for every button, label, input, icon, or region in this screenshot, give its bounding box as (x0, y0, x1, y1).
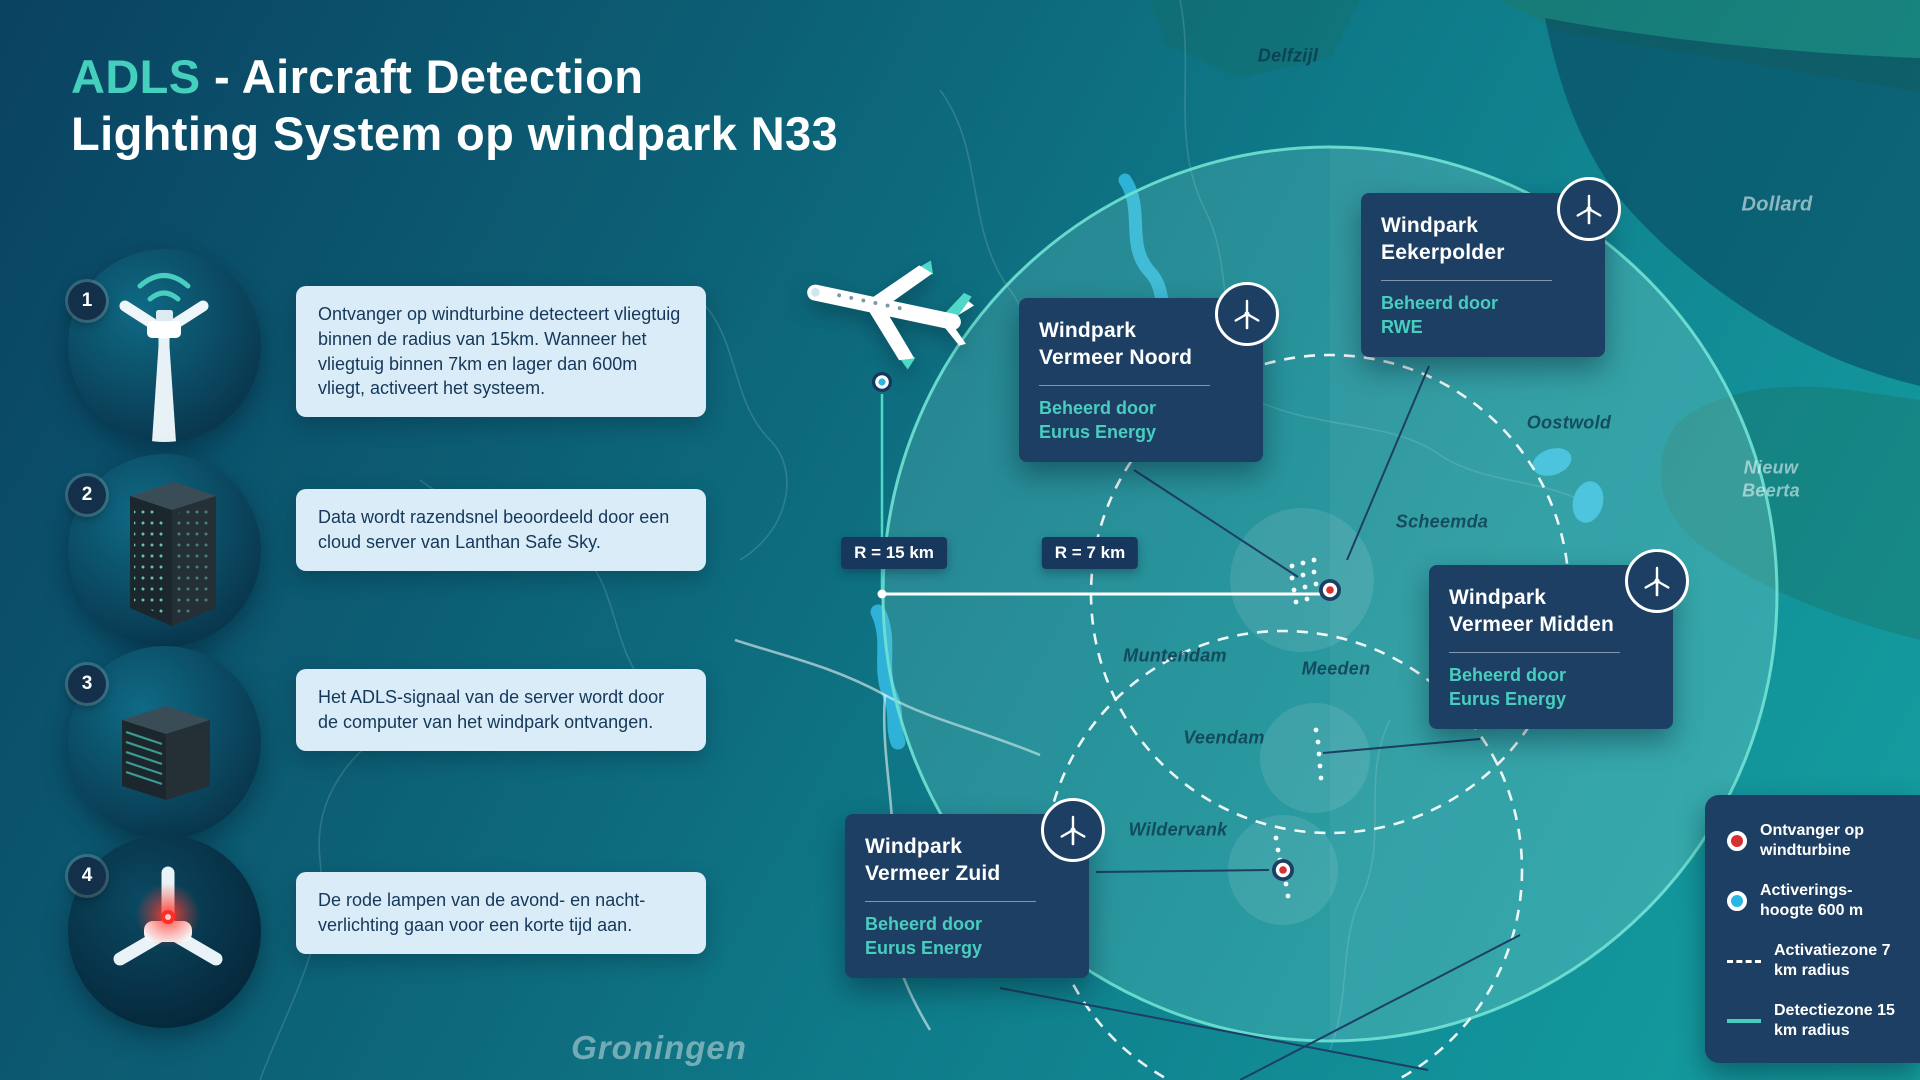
cockpit (811, 288, 820, 297)
legend-item-receiver: Ontvanger op windturbine (1727, 821, 1902, 861)
divider (1381, 279, 1553, 281)
windpark-name: Windpark Vermeer Midden (1449, 586, 1615, 636)
divider (1039, 384, 1211, 386)
map-label-veendam: Veendam (1183, 727, 1265, 748)
step-2-illustration-circle (68, 454, 261, 647)
tail-fin (945, 292, 972, 316)
radius-15km-label: R = 15 km (841, 537, 947, 569)
map-label-muntendam: Muntendam (1123, 645, 1227, 666)
legend-label: Ontvanger op windturbine (1760, 822, 1865, 859)
legend-label: Detectiezone 15 km radius (1774, 1002, 1895, 1039)
step-2-text: Data wordt razendsnel beoordeeld door ee… (296, 489, 706, 571)
step-4-illustration-circle (68, 835, 261, 1028)
step-4-text: De rode lampen van de avond- en nacht-ve… (296, 872, 706, 954)
red-warning-light-core (165, 914, 171, 920)
legend-label: Activerings-hoogte 600 m (1760, 882, 1864, 919)
step-3-text: Het ADLS-signaal van de server wordt doo… (296, 669, 706, 751)
step-4-number-badge: 4 (68, 857, 106, 895)
map-label-oostwold: Oostwold (1526, 412, 1612, 433)
receiver-marker-south (1272, 859, 1294, 881)
map-label-groningen: Groningen (571, 1029, 747, 1066)
step-3-number-badge: 3 (68, 665, 106, 703)
signal-waves-icon (137, 273, 191, 302)
windpark-name: Windpark Vermeer Noord (1039, 319, 1193, 369)
map-label-wildervank: Wildervank (1128, 819, 1228, 840)
windpark-card-eekerpolder: Windpark Eekerpolder Beheerd door RWE (1361, 177, 1621, 358)
wingtip-accent (918, 260, 934, 275)
turbine-nacelle (147, 321, 181, 338)
map-label-delfzijl: Delfzijl (1257, 45, 1319, 66)
wind-turbine-receiver-illustration (68, 249, 261, 442)
windpark-card-vermeer-zuid: Windpark Vermeer Zuid Beheerd door Eurus… (845, 798, 1105, 979)
wingtip-accent (899, 357, 916, 370)
server-tower (130, 482, 216, 626)
land-region-right (1660, 386, 1920, 640)
windpark-name: Windpark Vermeer Zuid (865, 835, 1001, 885)
receiver-box (156, 310, 173, 321)
step-2-number-badge: 2 (68, 476, 106, 514)
legend-label: Activatiezone 7 km radius (1774, 942, 1891, 979)
land-region-delfzijl (1150, 0, 1360, 78)
solid-line-icon (1727, 1019, 1761, 1023)
wind-turbine-icon (1625, 549, 1689, 613)
red-lights-turbine-illustration (68, 835, 261, 1028)
receiver-marker-north (1319, 579, 1341, 601)
windows (837, 293, 902, 311)
windpark-card-vermeer-noord: Windpark Vermeer Noord Beheerd door Euru… (1019, 282, 1279, 463)
turbine-tower (152, 339, 176, 442)
map-legend: Ontvanger op windturbine Activerings-hoo… (1705, 795, 1920, 1063)
computer-cube (122, 706, 210, 800)
activation-height-dot-icon (1727, 891, 1747, 911)
windpark-operator: Beheerd door Eurus Energy (865, 913, 983, 958)
dollard-water-region (1545, 18, 1920, 386)
legend-item-activation-zone: Activatiezone 7 km radius (1727, 941, 1902, 981)
divider (1449, 651, 1621, 653)
radius-line-endpoint (877, 589, 887, 599)
connector-lines (999, 365, 1521, 1080)
wind-turbine-icon (1557, 177, 1621, 241)
turbine-cluster-dots (1273, 557, 1324, 899)
windpark-operator: Beheerd door Eurus Energy (1449, 664, 1567, 709)
windpark-operator: Beheerd door RWE (1381, 292, 1499, 337)
windpark-card-vermeer-midden: Windpark Vermeer Midden Beheerd door Eur… (1429, 549, 1689, 730)
wind-turbine-icon (1041, 798, 1105, 862)
aircraft-illustration (788, 238, 984, 384)
map-label-dollard: Dollard (1741, 193, 1813, 216)
map-label-scheemda: Scheemda (1395, 511, 1489, 532)
page-title: ADLS - Aircraft Detection Lighting Syste… (71, 48, 838, 163)
radius-7km-label: R = 7 km (1041, 537, 1139, 569)
divider (865, 900, 1037, 902)
map-label-meeden: Meeden (1301, 658, 1371, 679)
legend-item-activation-height: Activerings-hoogte 600 m (1727, 881, 1902, 921)
title-line1-rest: - Aircraft Detection (200, 50, 644, 103)
legend-item-detection-zone: Detectiezone 15 km radius (1727, 1001, 1902, 1041)
step-1-text: Ontvanger op windturbine detecteert vlie… (296, 286, 706, 418)
step-1-illustration-circle (68, 249, 261, 442)
altitude-marker (872, 372, 892, 392)
receiver-dot-icon (1727, 831, 1747, 851)
title-line2: Lighting System op windpark N33 (71, 107, 839, 161)
cloud-server-illustration (68, 454, 261, 647)
step-1-number-badge: 1 (68, 282, 106, 320)
wind-turbine-icon (1215, 282, 1279, 346)
dashed-line-icon (1727, 959, 1761, 963)
map-label-nieuw-beerta: Nieuw Beerta (1742, 457, 1800, 501)
title-highlight: ADLS (71, 50, 201, 103)
windpark-name: Windpark Eekerpolder (1381, 214, 1505, 264)
windpark-operator: Beheerd door Eurus Energy (1039, 397, 1157, 442)
